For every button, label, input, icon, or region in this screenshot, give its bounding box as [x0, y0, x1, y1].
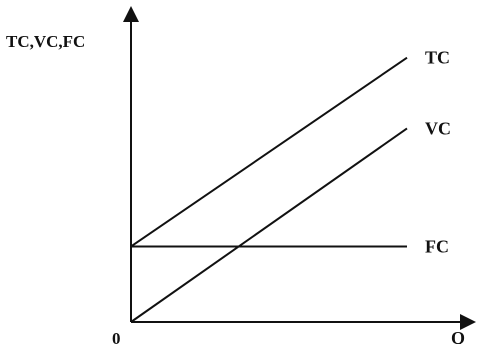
vc-label: VC: [425, 118, 451, 138]
y-axis-label: TC,VC,FC: [6, 32, 85, 51]
series-layer: TC VC FC: [130, 48, 451, 323]
tc-line: [130, 56, 408, 248]
origin-label: 0: [112, 329, 121, 344]
vc-line: [130, 127, 408, 323]
tc-label: TC: [425, 48, 450, 68]
fc-label: FC: [425, 236, 449, 256]
x-axis-label: Q: [451, 328, 465, 344]
